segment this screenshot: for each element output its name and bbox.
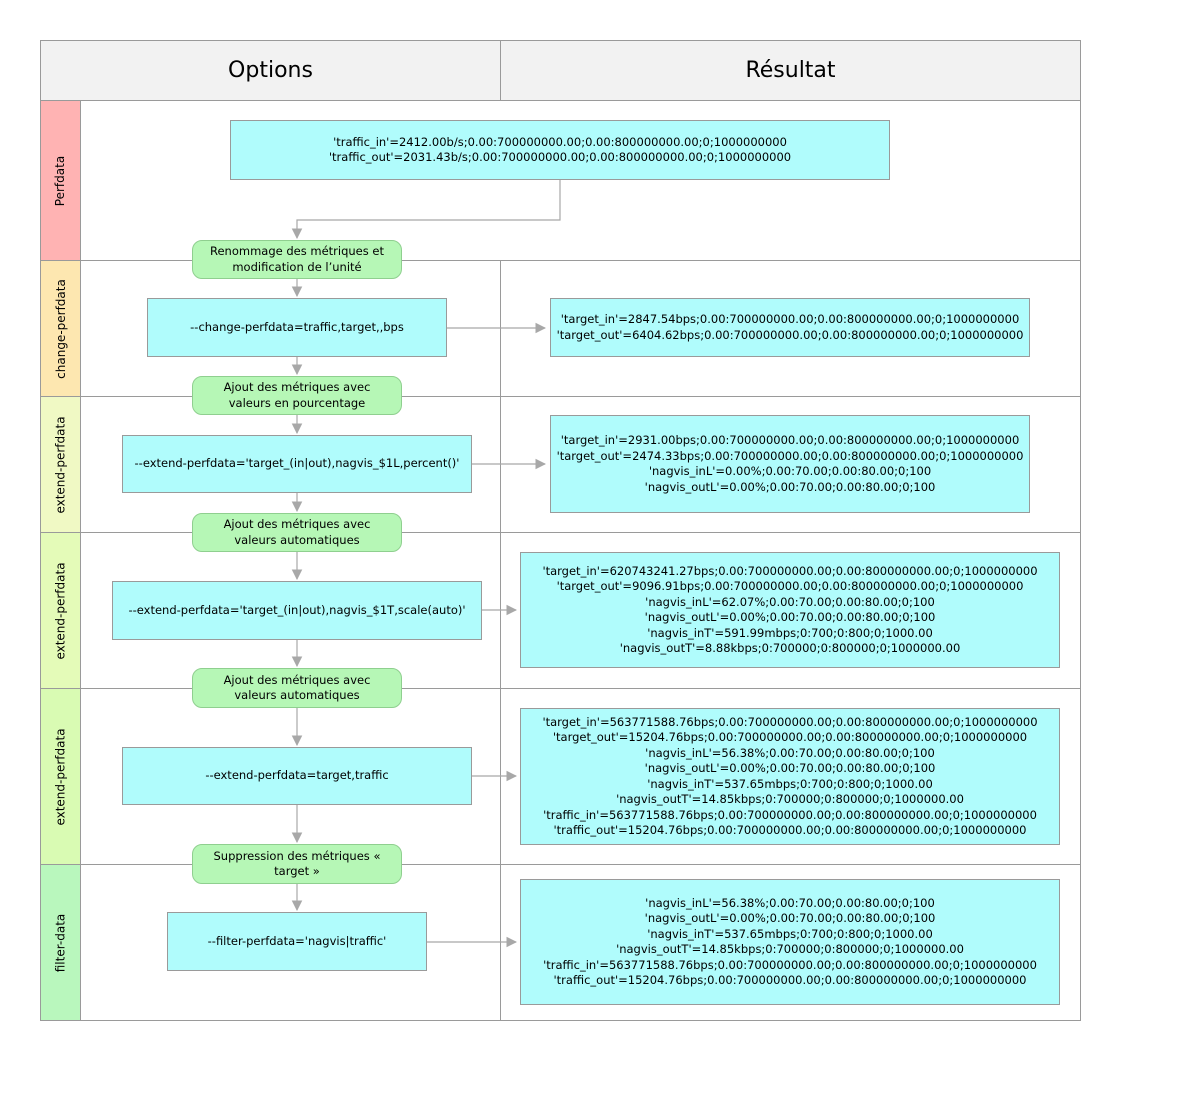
header-options: Options <box>40 40 501 101</box>
step-line: Ajout des métriques avec <box>223 517 371 531</box>
result-line: 'nagvis_inL'=56.38%;0.00:70.00;0.00:80.0… <box>645 895 935 910</box>
result-line: 'traffic_out'=15204.76bps;0.00:700000000… <box>553 973 1027 987</box>
header-options-label: Options <box>228 58 313 83</box>
step-line: Suppression des métriques « <box>213 848 381 863</box>
lane-label-extend-perfdata: extend-perfdata <box>40 688 81 865</box>
step-line: target » <box>274 864 320 878</box>
result-line: 'nagvis_inL'=56.38%;0.00:70.00;0.00:80.0… <box>645 745 935 760</box>
lane-label-change-perfdata: change-perfdata <box>40 260 81 397</box>
perfdata-line: 'traffic_out'=2031.43b/s;0.00:700000000.… <box>328 150 792 164</box>
step-line: Ajout des métriques avec <box>223 380 371 394</box>
result-line: 'target_in'=620743241.27bps;0.00:7000000… <box>542 563 1038 578</box>
result-line: 'nagvis_outT'=14.85kbps;0:700000;0:80000… <box>616 792 964 806</box>
command-extend-perfdata-percent: --extend-perfdata='target_(in|out),nagvi… <box>122 435 472 493</box>
lane-label-extend-perfdata: extend-perfdata <box>40 532 81 689</box>
command-text: --extend-perfdata='target_(in|out),nagvi… <box>134 456 460 471</box>
result-line: 'target_in'=2931.00bps;0.00:700000000.00… <box>560 433 1020 447</box>
perfdata-box: 'traffic_in'=2412.00b/s;0.00:700000000.0… <box>230 120 890 180</box>
result-line: 'target_in'=563771588.76bps;0.00:7000000… <box>542 714 1038 729</box>
step-add-auto-metrics: Ajout des métriques avec valeurs automat… <box>192 513 402 552</box>
step-line: Renommage des métriques et <box>210 244 384 258</box>
result-line: 'nagvis_inT'=591.99mbps;0:700;0:800;0;10… <box>647 625 933 640</box>
result-line: 'target_out'=15204.76bps;0.00:700000000.… <box>552 730 1028 744</box>
result-line: 'nagvis_inT'=537.65mbps;0:700;0:800;0;10… <box>647 926 933 941</box>
command-text: --extend-perfdata=target,traffic <box>205 768 389 783</box>
step-line: valeurs automatiques <box>234 532 360 547</box>
lane-label-filter-data: filter-data <box>40 864 81 1021</box>
result-line: 'traffic_out'=15204.76bps;0.00:700000000… <box>553 823 1027 837</box>
result-line: 'nagvis_inL'=62.07%;0.00:70.00;0.00:80.0… <box>645 594 935 609</box>
step-line: valeurs en pourcentage <box>228 395 366 410</box>
perfdata-line: 'traffic_in'=2412.00b/s;0.00:700000000.0… <box>333 134 787 149</box>
result-line: 'nagvis_outL'=0.00%;0.00:70.00;0.00:80.0… <box>644 911 936 925</box>
result-line: 'traffic_in'=563771588.76bps;0.00:700000… <box>543 957 1037 972</box>
result-line: 'nagvis_inL'=0.00%;0.00:70.00;0.00:80.00… <box>648 464 932 478</box>
result-box: 'target_in'=563771588.76bps;0.00:7000000… <box>520 708 1060 845</box>
result-line: 'target_in'=2847.54bps;0.00:700000000.00… <box>560 312 1020 326</box>
result-line: 'nagvis_outL'=0.00%;0.00:70.00;0.00:80.0… <box>644 761 936 775</box>
result-line: 'nagvis_outL'=0.00%;0.00:70.00;0.00:80.0… <box>644 610 936 624</box>
command-text: --change-perfdata=traffic,target,,bps <box>190 319 404 334</box>
result-line: 'traffic_in'=563771588.76bps;0.00:700000… <box>543 807 1037 822</box>
header-result-label: Résultat <box>745 58 836 83</box>
command-extend-perfdata-scale: --extend-perfdata='target_(in|out),nagvi… <box>112 581 482 640</box>
arrow-perfdata-to-step1 <box>291 180 561 240</box>
command-text: --extend-perfdata='target_(in|out),nagvi… <box>128 602 466 617</box>
command-change-perfdata: --change-perfdata=traffic,target,,bps <box>147 298 447 357</box>
command-filter-perfdata: --filter-perfdata='nagvis|traffic' <box>167 912 427 971</box>
step-line: Ajout des métriques avec <box>223 672 371 687</box>
step-line: valeurs automatiques <box>234 688 360 702</box>
step-add-percent-metrics: Ajout des métriques avec valeurs en pour… <box>192 376 402 415</box>
command-extend-perfdata-traffic: --extend-perfdata=target,traffic <box>122 747 472 805</box>
result-line: 'target_out'=6404.62bps;0.00:700000000.0… <box>556 327 1024 342</box>
result-line: 'target_out'=9096.91bps;0.00:700000000.0… <box>556 579 1024 593</box>
result-box: 'target_in'=2931.00bps;0.00:700000000.00… <box>550 415 1030 513</box>
result-box: 'nagvis_inL'=56.38%;0.00:70.00;0.00:80.0… <box>520 879 1060 1005</box>
step-rename-metrics: Renommage des métriques et modification … <box>192 240 402 279</box>
result-line: 'nagvis_outT'=14.85kbps;0:700000;0:80000… <box>616 942 964 956</box>
result-line: 'nagvis_outL'=0.00%;0.00:70.00;0.00:80.0… <box>644 479 936 494</box>
result-box: 'target_in'=2847.54bps;0.00:700000000.00… <box>550 298 1030 357</box>
result-line: 'nagvis_outT'=8.88kbps;0:700000;0:800000… <box>619 641 961 655</box>
lane-label-extend-perfdata: extend-perfdata <box>40 396 81 533</box>
step-line: modification de l’unité <box>232 259 362 274</box>
result-line: 'nagvis_inT'=537.65mbps;0:700;0:800;0;10… <box>647 776 933 791</box>
result-line: 'target_out'=2474.33bps;0.00:700000000.0… <box>556 448 1024 463</box>
step-remove-target-metrics: Suppression des métriques « target » <box>192 844 402 884</box>
command-text: --filter-perfdata='nagvis|traffic' <box>207 933 387 948</box>
step-add-auto-metrics: Ajout des métriques avec valeurs automat… <box>192 668 402 708</box>
result-box: 'target_in'=620743241.27bps;0.00:7000000… <box>520 552 1060 668</box>
